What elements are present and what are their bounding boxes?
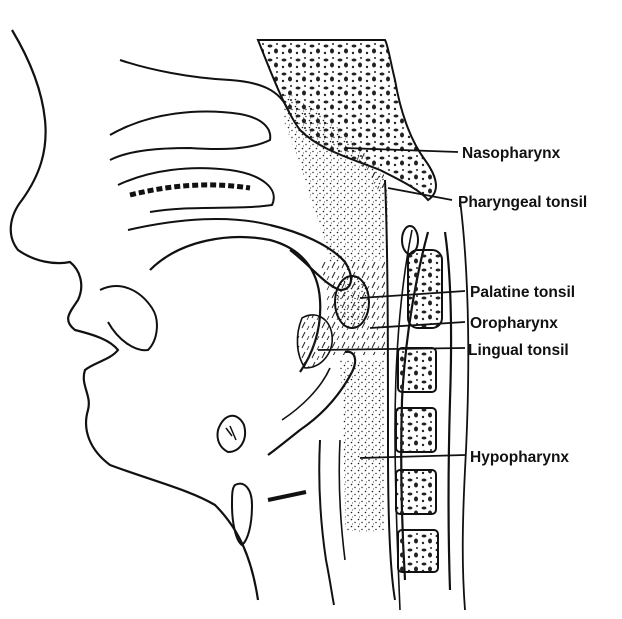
vertebra-c5 [396,470,436,514]
nasal-floor-line [128,219,270,230]
label-oropharynx: Oropharynx [470,315,558,332]
middle-turbinate [110,112,270,160]
posterior-pharyngeal-wall [385,180,395,600]
label-pharyngeal-tonsil: Pharyngeal tonsil [458,194,587,211]
upper-turbinate [120,60,288,110]
vertebra-c3 [398,348,436,392]
larynx-anterior-line [319,440,334,605]
palatine-tonsil [335,276,369,328]
vertebral-column-back [445,232,451,590]
nostril-outline [100,286,157,350]
label-hypopharynx: Hypopharynx [470,449,569,466]
label-nasopharynx: Nasopharynx [462,145,561,162]
hyoid-bone-marks [226,426,236,440]
hypopharynx-region [340,360,385,532]
label-lingual-tonsil: Lingual tonsil [468,342,569,359]
vertebra-c4 [396,408,436,452]
neck-back-outline [460,200,468,610]
tongue-outline [150,237,320,372]
vertebra-c6 [398,530,438,572]
lingual-tonsil [297,315,332,368]
hard-palate [130,185,250,195]
label-palatine-tonsil: Palatine tonsil [470,284,575,301]
vocal-cord-line [268,492,306,500]
face-profile-outline [11,30,258,600]
vertebra-c2 [408,250,442,328]
thyroid-cartilage [232,484,252,545]
